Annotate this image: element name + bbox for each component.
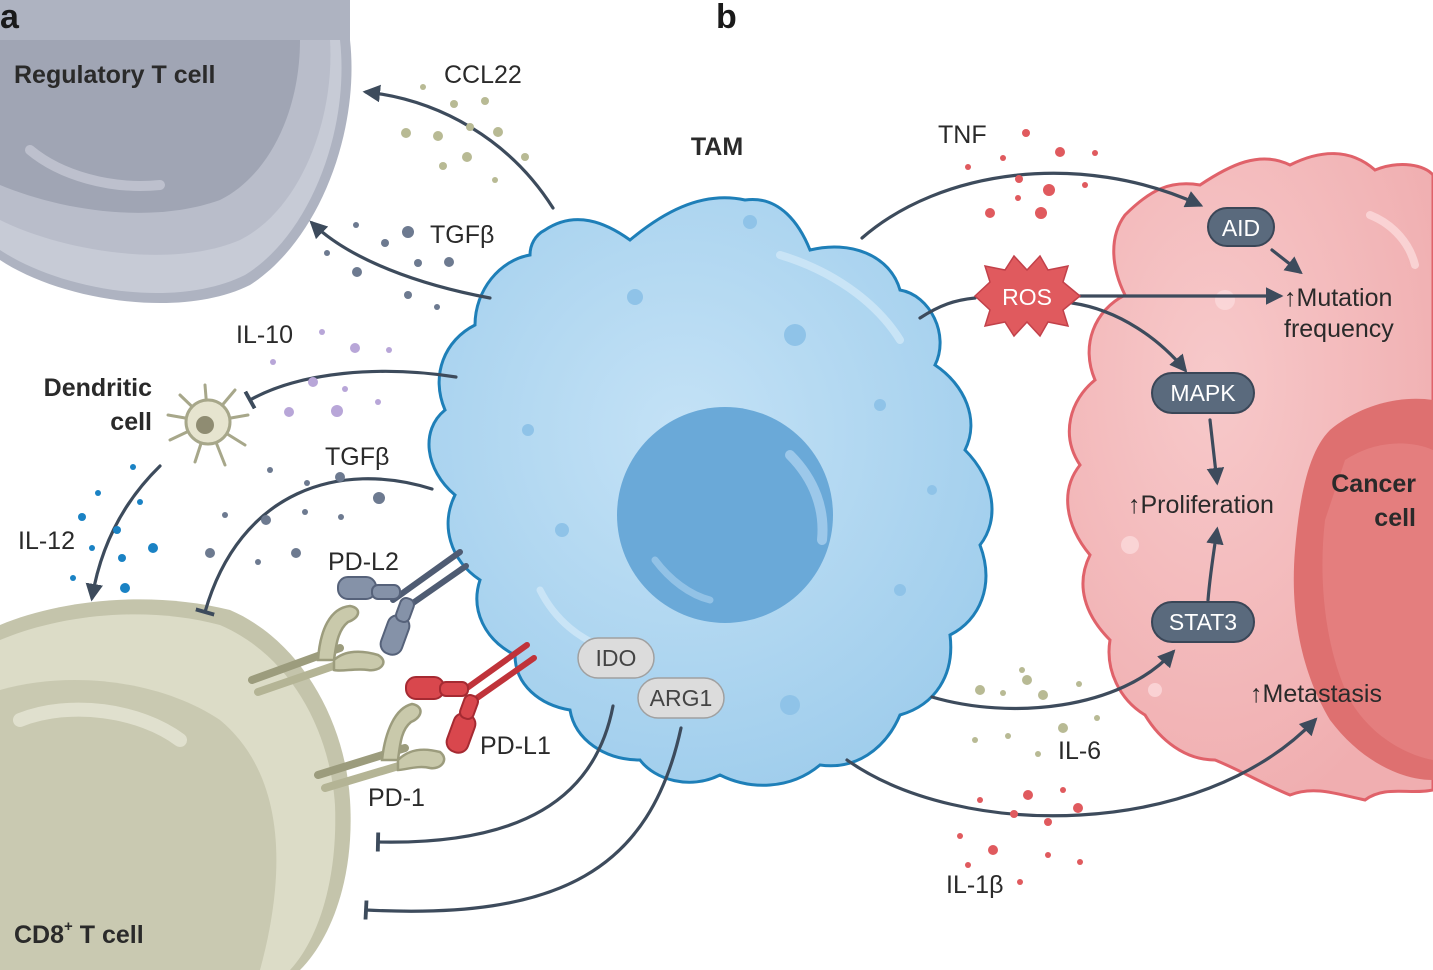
- pd1-receptor-bottom: [314, 702, 446, 792]
- tgfb-treg-arrow: [309, 220, 492, 300]
- svg-text:IDO: IDO: [596, 645, 637, 671]
- aid-pill: AID: [1207, 207, 1275, 247]
- il6-stat3-arrow: [930, 649, 1176, 710]
- tam-ros-line: [918, 296, 977, 320]
- tgfb-top-label: TGFβ: [430, 221, 494, 249]
- svg-text:ARG1: ARG1: [650, 685, 713, 711]
- panel-b-label: b: [716, 0, 737, 36]
- svg-text:AID: AID: [1222, 215, 1260, 241]
- dendritic-cell: [166, 383, 250, 467]
- il12-dots: [70, 464, 158, 593]
- il6-label: IL-6: [1058, 737, 1101, 765]
- panel-a-label: a: [0, 0, 20, 36]
- treg-label: Regulatory T cell: [14, 61, 215, 89]
- arg1-inhibit-arrow: [363, 726, 683, 920]
- tnf-label: TNF: [938, 121, 987, 149]
- mutation-label-2: frequency: [1284, 315, 1394, 343]
- tnf-aid-arrow: [860, 171, 1204, 240]
- pd1-receptor-top: [248, 604, 385, 696]
- il10-dots: [270, 329, 392, 417]
- il12-label: IL-12: [18, 527, 75, 555]
- tgfb-mid-dots: [205, 467, 385, 565]
- ido-pill: IDO: [577, 637, 655, 679]
- svg-text:STAT3: STAT3: [1169, 609, 1237, 635]
- il1b-dots: [957, 787, 1083, 885]
- cd8-label: CD8+ T cell: [14, 918, 144, 949]
- tgfb-mid-label: TGFβ: [325, 443, 389, 471]
- stat3-proliferation-arrow: [1206, 526, 1224, 602]
- mutation-label-1: ↑Mutation: [1284, 284, 1392, 312]
- il1b-label: IL-1β: [946, 871, 1003, 899]
- tam-cell: [427, 196, 994, 787]
- ccl22-label: CCL22: [444, 61, 522, 89]
- il12-arrow: [85, 464, 162, 602]
- pdl2-label: PD-L2: [328, 548, 399, 576]
- ros-burst: ROS: [973, 254, 1082, 338]
- pd1-label: PD-1: [368, 784, 425, 812]
- mapk-proliferation-arrow: [1206, 418, 1225, 486]
- il1b-metastasis-arrow: [845, 717, 1318, 818]
- tgfb-top-dots: [324, 222, 454, 310]
- dendritic-label-1: Dendritic: [44, 374, 152, 402]
- tnf-dots: [965, 129, 1098, 219]
- cancer-label-2: cell: [1374, 504, 1416, 532]
- pdl1-label: PD-L1: [480, 732, 551, 760]
- tam-label: TAM: [691, 133, 743, 161]
- arg1-pill: ARG1: [637, 677, 725, 719]
- metastasis-label: ↑Metastasis: [1250, 680, 1382, 708]
- ccl22-arrow: [362, 84, 555, 210]
- il10-inhibit-arrow: [243, 369, 458, 410]
- ido-inhibit-arrow: [375, 704, 615, 852]
- tgfb-cd8-inhibit-arrow: [195, 477, 434, 617]
- aid-mutation-arrow: [1270, 248, 1303, 275]
- ros-mapk-arrow: [1070, 301, 1188, 373]
- dendritic-label-2: cell: [110, 408, 152, 436]
- pdl1-ligand: [405, 642, 537, 754]
- stat3-pill: STAT3: [1151, 601, 1255, 643]
- ccl22-dots: [401, 84, 529, 183]
- cancer-label-1: Cancer: [1331, 470, 1416, 498]
- pdl2-ligand: [337, 549, 469, 656]
- proliferation-label: ↑Proliferation: [1128, 491, 1274, 519]
- il6-dots: [972, 667, 1100, 757]
- svg-text:ROS: ROS: [1002, 284, 1052, 310]
- mapk-pill: MAPK: [1151, 372, 1255, 414]
- svg-text:MAPK: MAPK: [1170, 380, 1236, 406]
- regulatory-t-cell: [0, 0, 352, 304]
- cd8-t-cell: [0, 599, 351, 970]
- il10-label: IL-10: [236, 321, 293, 349]
